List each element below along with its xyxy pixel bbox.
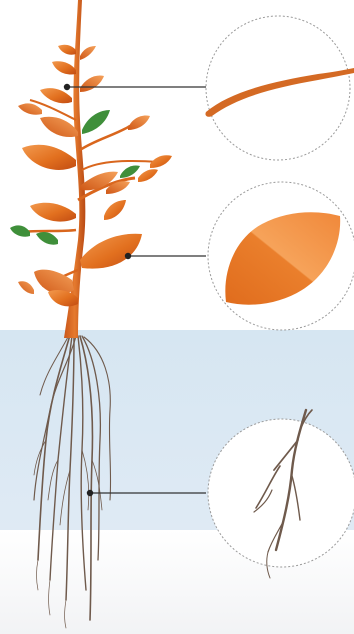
leaves bbox=[10, 45, 172, 307]
leaf-callout bbox=[208, 182, 354, 330]
stem-callout bbox=[205, 16, 354, 160]
